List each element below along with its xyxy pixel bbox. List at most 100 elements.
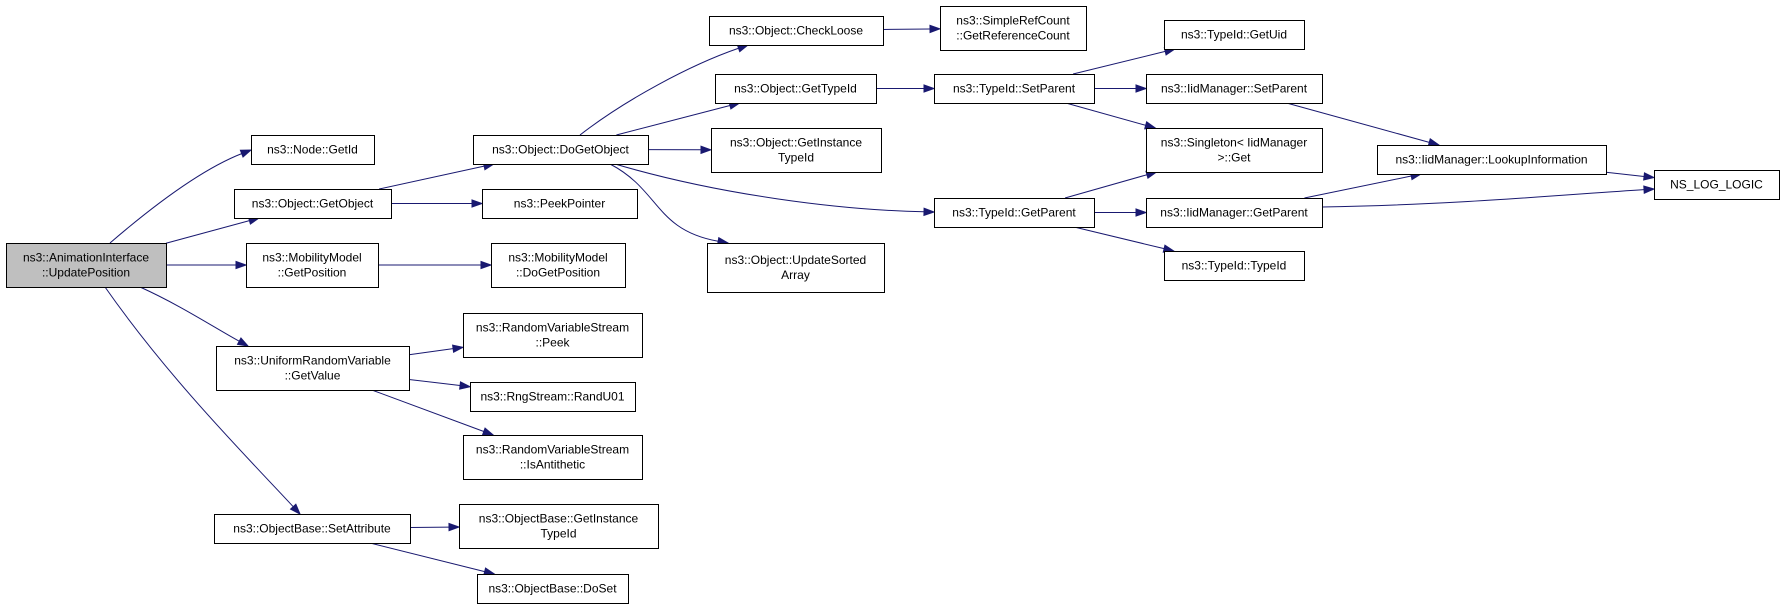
node-label: ns3::Object::CheckLoose	[729, 24, 863, 38]
node-node-get-id[interactable]: ns3::Node::GetId	[251, 135, 375, 165]
node-label: ns3::ObjectBase::GetInstance	[479, 512, 639, 526]
node-label: ns3::TypeId::SetParent	[953, 82, 1076, 96]
node-label: ::GetReferenceCount	[956, 29, 1070, 43]
node-objectbase-do-set[interactable]: ns3::ObjectBase::DoSet	[477, 574, 629, 604]
node-label: ns3::IidManager::SetParent	[1161, 82, 1308, 96]
node-label: ::IsAntithetic	[520, 458, 585, 472]
node-box	[459, 504, 659, 549]
edge-object_get_typeid-to-typeid_set_parent	[876, 84, 936, 93]
edge-typeid_set_parent-to-typeid_get_uid	[1072, 47, 1177, 75]
node-iidmanager-set-parent[interactable]: ns3::IidManager::SetParent	[1146, 74, 1323, 104]
node-typeid-get-uid[interactable]: ns3::TypeId::GetUid	[1164, 20, 1305, 50]
arrowhead	[235, 260, 248, 270]
node-label: NS_LOG_LOGIC	[1670, 178, 1763, 192]
node-object-get-typeid[interactable]: ns3::Object::GetTypeId	[715, 74, 877, 104]
node-label: ns3::UniformRandomVariable	[234, 354, 391, 368]
node-label: ::Peek	[535, 336, 570, 350]
node-box	[234, 189, 392, 219]
edge-animation_update_position-to-node_get_id	[109, 149, 253, 244]
node-label: ns3::PeekPointer	[514, 197, 605, 211]
edge-animation_update_position-to-uniform_get_value	[139, 286, 250, 347]
node-label: ns3::Object::GetTypeId	[734, 82, 857, 96]
node-box	[715, 74, 877, 104]
node-label: ns3::ObjectBase::DoSet	[488, 582, 617, 596]
node-label: ns3::MobilityModel	[262, 251, 361, 265]
node-typeid-typeid[interactable]: ns3::TypeId::TypeId	[1164, 251, 1305, 281]
node-box	[1146, 128, 1323, 173]
edge-typeid_set_parent-to-iidmanager_set_parent	[1094, 84, 1148, 93]
edge-line	[1065, 102, 1146, 126]
node-object-do-get-object[interactable]: ns3::Object::DoGetObject	[473, 135, 649, 165]
node-label: ns3::SimpleRefCount	[956, 14, 1070, 28]
edge-animation_update_position-to-objectbase_set_attribute	[104, 286, 302, 516]
node-peek-pointer[interactable]: ns3::PeekPointer	[482, 189, 638, 219]
arrowhead	[923, 207, 936, 217]
node-label: ns3::RngStream::RandU01	[480, 390, 624, 404]
node-box	[470, 382, 636, 412]
arrowhead	[452, 344, 465, 354]
node-animation-update-position[interactable]: ns3::AnimationInterface::UpdatePosition	[6, 243, 167, 288]
arrowhead	[700, 145, 713, 155]
edge-line	[104, 286, 294, 508]
node-uniform-get-value[interactable]: ns3::UniformRandomVariable::GetValue	[216, 346, 410, 391]
arrowhead	[1135, 84, 1148, 93]
node-box	[463, 435, 643, 480]
arrowhead	[929, 24, 942, 34]
node-rvs-peek[interactable]: ns3::RandomVariableStream::Peek	[463, 313, 643, 358]
node-label: ns3::Node::GetId	[267, 143, 358, 157]
edge-line	[1286, 102, 1430, 143]
node-singleton-get[interactable]: ns3::Singleton< IidManager >::Get	[1146, 128, 1323, 173]
node-simple-ref-count[interactable]: ns3::SimpleRefCount::GetReferenceCount	[940, 6, 1087, 51]
node-box	[1146, 198, 1323, 228]
node-box	[246, 243, 379, 288]
node-label: TypeId	[778, 151, 814, 165]
arrowhead	[1144, 121, 1157, 130]
arrowhead	[923, 84, 936, 93]
edge-typeid_set_parent-to-singleton_get	[1065, 102, 1157, 130]
node-label: ns3::Object::GetObject	[252, 197, 374, 211]
arrowhead	[1427, 138, 1441, 147]
node-box	[934, 198, 1095, 228]
edge-uniform_get_value-to-rvs_is_antithetic	[371, 389, 495, 436]
node-mobility-get-position[interactable]: ns3::MobilityModel::GetPosition	[246, 243, 379, 288]
node-label: ::GetPosition	[278, 266, 347, 280]
call-nodes: ns3::AnimationInterface::UpdatePositionn…	[6, 6, 1780, 604]
edge-line	[371, 389, 484, 432]
node-label: ns3::IidManager::LookupInformation	[1395, 153, 1587, 167]
node-label: ns3::Object::DoGetObject	[492, 143, 629, 157]
edge-objectbase_set_attribute-to-objectbase_do_set	[369, 542, 496, 576]
edge-object_do_get_object-to-object_get_instance_typeid	[647, 145, 713, 155]
arrowhead	[239, 149, 253, 158]
node-label: ::GetValue	[285, 369, 341, 383]
node-label: >::Get	[1217, 151, 1251, 165]
node-label: ns3::Singleton< IidManager	[1161, 136, 1307, 150]
node-iidmanager-get-parent[interactable]: ns3::IidManager::GetParent	[1146, 198, 1323, 228]
node-label: ns3::ObjectBase::SetAttribute	[233, 522, 391, 536]
arrowhead	[471, 199, 484, 208]
node-object-get-object[interactable]: ns3::Object::GetObject	[234, 189, 392, 219]
node-mobility-do-get-position[interactable]: ns3::MobilityModel::DoGetPosition	[491, 243, 626, 288]
node-typeid-get-parent[interactable]: ns3::TypeId::GetParent	[934, 198, 1095, 228]
node-box	[709, 16, 884, 46]
node-box	[6, 243, 167, 288]
node-objectbase-set-attribute[interactable]: ns3::ObjectBase::SetAttribute	[214, 514, 411, 544]
node-rvs-is-antithetic[interactable]: ns3::RandomVariableStream::IsAntithetic	[463, 435, 643, 480]
node-iidmanager-lookup-information[interactable]: ns3::IidManager::LookupInformation	[1377, 145, 1607, 175]
node-label: ::DoGetPosition	[516, 266, 600, 280]
node-label: ns3::MobilityModel	[508, 251, 607, 265]
node-box	[711, 128, 882, 173]
edge-animation_update_position-to-object_get_object	[165, 216, 261, 244]
edge-animation_update_position-to-mobility_get_position	[166, 260, 248, 270]
node-ns-log-logic[interactable]: NS_LOG_LOGIC	[1654, 170, 1780, 200]
node-label: ns3::Object::GetInstance	[730, 136, 862, 150]
node-rng-randu01[interactable]: ns3::RngStream::RandU01	[470, 382, 636, 412]
arrowhead	[236, 337, 250, 347]
edge-object_check_loose-to-simple_ref_count	[882, 24, 942, 34]
edge-iidmanager_set_parent-to-iidmanager_lookup_information	[1286, 102, 1441, 147]
node-object-check-loose[interactable]: ns3::Object::CheckLoose	[709, 16, 884, 46]
node-typeid-set-parent[interactable]: ns3::TypeId::SetParent	[934, 74, 1095, 104]
